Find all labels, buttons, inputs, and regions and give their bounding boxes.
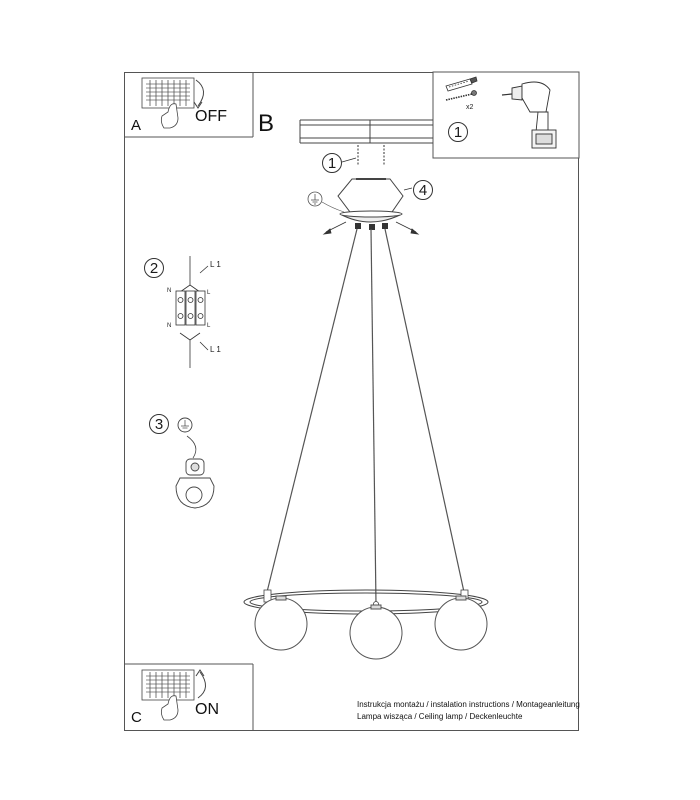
wire-l1-bottom: L 1 — [210, 345, 221, 354]
ground-terminal-icon — [175, 417, 215, 509]
drill-icon — [501, 81, 557, 149]
step-1-marker: 1 — [322, 153, 342, 173]
step-2-marker: 2 — [144, 258, 164, 278]
step-4-marker: 4 — [413, 180, 433, 200]
wire-n-bottom: N — [167, 323, 172, 329]
adjust-arrows-icon — [322, 221, 420, 235]
footer-product: Lampa wisząca / Ceiling lamp / Deckenleu… — [357, 712, 523, 721]
instruction-sheet — [124, 72, 579, 731]
on-label: ON — [195, 701, 219, 718]
panel-b-letter: B — [258, 110, 275, 137]
globe-lamps — [254, 595, 488, 660]
step-3-marker: 3 — [149, 414, 169, 434]
suspension-cables — [266, 228, 465, 605]
breaker-off-icon — [141, 77, 204, 129]
cable-clamps — [355, 223, 388, 230]
wire-l-top: L — [207, 290, 211, 296]
ceiling — [299, 119, 433, 144]
quantity-label: x2 — [466, 104, 474, 111]
panel-c-letter: C — [131, 709, 142, 726]
step-1-tools-marker: 1 — [448, 122, 468, 142]
footer-instructions: Instrukcja montażu / instalation instruc… — [357, 700, 580, 709]
wiring-connector-icon — [175, 256, 209, 368]
canopy — [337, 178, 404, 223]
wire-l-bottom: L — [207, 323, 211, 329]
panel-a-letter: A — [131, 117, 142, 134]
dowel-screw-icon — [445, 76, 478, 101]
ground-symbol-icon — [307, 191, 345, 213]
off-label: OFF — [195, 108, 227, 125]
wire-n-top: N — [167, 288, 172, 294]
wire-l1-top: L 1 — [210, 260, 221, 269]
breaker-on-icon — [141, 669, 206, 721]
